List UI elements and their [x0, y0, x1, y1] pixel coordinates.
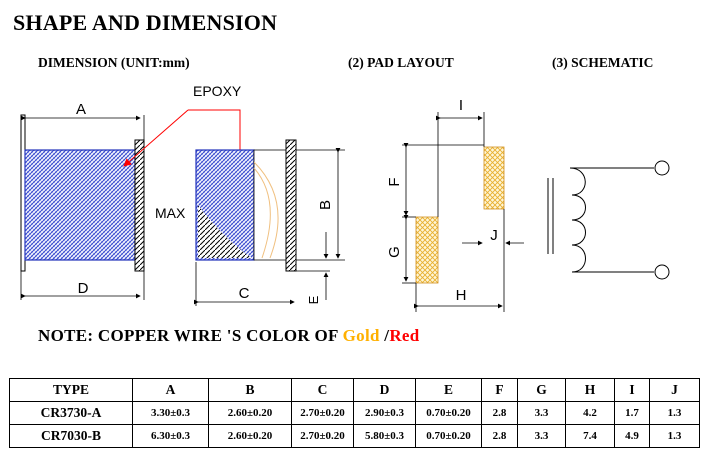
page-title: SHAPE AND DIMENSION	[13, 10, 278, 35]
cell-j: 1.3	[649, 401, 700, 425]
label-D: D	[78, 280, 89, 297]
header-b: B	[208, 378, 292, 402]
header-g: G	[517, 378, 566, 402]
note-gold: Gold	[342, 326, 380, 345]
note-red: Red	[389, 326, 420, 345]
cell-b: 2.60±0.20	[208, 424, 292, 448]
cell-type: CR3730-A	[9, 401, 133, 425]
label-J: J	[490, 227, 498, 244]
header-j: J	[649, 378, 700, 402]
label-F: F	[386, 177, 403, 186]
cell-c: 2.70±0.20	[291, 424, 354, 448]
header-f: F	[481, 378, 518, 402]
cell-e: 0.70±0.20	[415, 424, 482, 448]
pad-layout-heading: (2) PAD LAYOUT	[348, 55, 454, 70]
header-type: TYPE	[9, 378, 133, 402]
side-view	[194, 139, 345, 306]
cell-b: 2.60±0.20	[208, 401, 292, 425]
table-header-row: TYPE A B C D E F G H I J	[9, 378, 700, 402]
schematic-heading: (3) SCHEMATIC	[552, 55, 654, 70]
header-h: H	[565, 378, 615, 402]
label-H: H	[456, 287, 467, 304]
label-A: A	[76, 101, 86, 118]
cell-f: 2.8	[481, 424, 518, 448]
cell-type: CR7030-B	[9, 424, 133, 448]
header-a: A	[132, 378, 209, 402]
cell-i: 4.9	[614, 424, 650, 448]
technical-drawing: A D EPOXY MAX B C E	[20, 83, 670, 312]
cell-i: 1.7	[614, 401, 650, 425]
cell-f: 2.8	[481, 401, 518, 425]
front-view	[20, 114, 145, 300]
cell-e: 0.70±0.20	[415, 401, 482, 425]
label-I: I	[459, 97, 463, 114]
header-e: E	[415, 378, 482, 402]
cell-h: 7.4	[565, 424, 615, 448]
cell-g: 3.3	[517, 424, 566, 448]
copper-wire-note: NOTE: COPPER WIRE 'S COLOR OF Gold /Red	[38, 326, 420, 346]
table-row: CR3730-A 3.30±0.3 2.60±0.20 2.70±0.20 2.…	[9, 401, 700, 425]
header-d: D	[353, 378, 416, 402]
header-c: C	[291, 378, 354, 402]
cell-h: 4.2	[565, 401, 615, 425]
header-i: I	[614, 378, 650, 402]
label-E: E	[306, 295, 321, 304]
cell-c: 2.70±0.20	[291, 401, 354, 425]
label-max: MAX	[155, 205, 186, 221]
note-slash: /	[379, 326, 390, 345]
note-prefix: NOTE: COPPER WIRE 'S COLOR OF	[38, 326, 343, 345]
label-C: C	[239, 285, 250, 302]
inductor-schematic	[547, 160, 670, 280]
cell-j: 1.3	[649, 424, 700, 448]
dimension-table: TYPE A B C D E F G H I J CR3730-A 3.30±0…	[9, 378, 700, 448]
label-G: G	[386, 246, 403, 258]
table-row: CR7030-B 6.30±0.3 2.60±0.20 2.70±0.20 5.…	[9, 424, 700, 448]
cell-g: 3.3	[517, 401, 566, 425]
cell-d: 2.90±0.3	[353, 401, 416, 425]
cell-a: 3.30±0.3	[132, 401, 209, 425]
cell-a: 6.30±0.3	[132, 424, 209, 448]
dimension-heading: DIMENSION (UNIT:mm)	[38, 55, 190, 70]
cell-d: 5.80±0.3	[353, 424, 416, 448]
pad-layout-drawing	[402, 112, 524, 312]
label-B: B	[317, 200, 334, 210]
epoxy-label: EPOXY	[193, 83, 242, 99]
